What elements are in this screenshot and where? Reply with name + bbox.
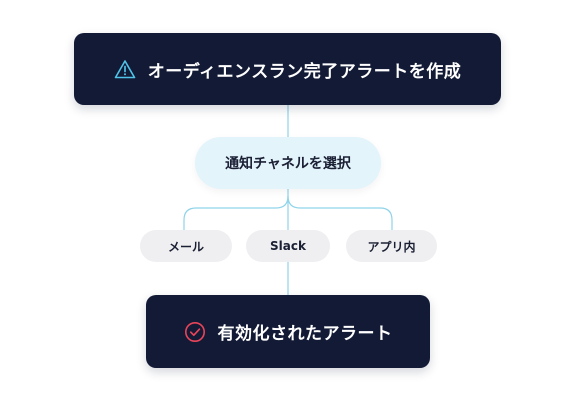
option-in-app-label: アプリ内 <box>367 239 416 254</box>
enabled-alert-node: 有効化されたアラート <box>146 295 430 368</box>
create-alert-label: オーディエンスラン完了アラートを作成 <box>147 61 462 82</box>
connector-to-in-app <box>287 195 393 230</box>
warning-triangle-icon <box>114 59 136 79</box>
channel-select-label: 通知チャネルを選択 <box>225 156 351 172</box>
option-slack-label: Slack <box>270 239 306 253</box>
option-in-app: アプリ内 <box>346 230 437 262</box>
option-email: メール <box>140 230 232 262</box>
channel-select-node: 通知チャネルを選択 <box>195 137 381 189</box>
check-circle-icon <box>184 321 206 343</box>
create-alert-node: オーディエンスラン完了アラートを作成 <box>74 33 501 105</box>
enabled-alert-label: 有効化されたアラート <box>217 324 393 344</box>
option-slack: Slack <box>246 230 330 262</box>
connector-to-email <box>183 195 289 230</box>
option-email-label: メール <box>167 239 204 254</box>
